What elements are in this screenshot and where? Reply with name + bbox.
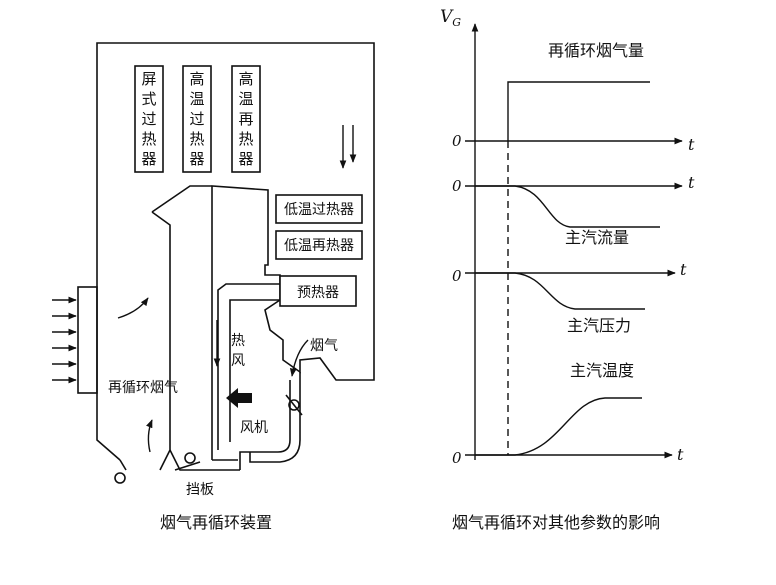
- recirc-flue-gas-label: 再循环烟气: [108, 380, 178, 396]
- ht-reheater-box: [231, 65, 261, 173]
- fan-valve-icon: [288, 399, 300, 411]
- steam-temp-label: 主汽温度: [570, 361, 634, 380]
- ht-sh-char-2: 过: [189, 110, 204, 128]
- air-inlet-box: [77, 286, 98, 394]
- flow-arrows: [117, 125, 357, 453]
- ht-sh-char-3: 热: [189, 130, 204, 148]
- ht-superheater-box: [182, 65, 212, 173]
- right-caption: 烟气再循环对其他参数的影响: [452, 513, 660, 532]
- curve-gas-volume: [507, 81, 650, 141]
- bottom-duct: [169, 449, 240, 471]
- recirc-duct: [217, 283, 280, 450]
- gas-volume-label: 再循环烟气量: [548, 41, 644, 60]
- hopper-loop: [114, 472, 126, 484]
- screen-sh-char-1: 式: [141, 90, 156, 108]
- left-caption: 烟气再循环装置: [160, 513, 272, 532]
- curve-steam-flow: [475, 185, 660, 228]
- steam-pressure-label: 主汽压力: [567, 316, 631, 335]
- screen-sh-char-0: 屏: [141, 70, 156, 88]
- preheater-label: 预热器: [297, 285, 339, 301]
- fan-outlet-arrow: [226, 388, 252, 408]
- zero-label-3: 0: [452, 267, 462, 285]
- furnace-outline: [96, 42, 375, 471]
- air-inlet-arrows: [52, 296, 77, 384]
- curve-steam-pressure: [475, 272, 645, 310]
- hot-air-char-1: 风: [231, 353, 245, 369]
- damper-label: 挡板: [186, 482, 214, 498]
- lt-superheater-label: 低温过热器: [284, 202, 354, 218]
- steam-flow-label: 主汽流量: [565, 228, 629, 247]
- screen-sh-char-2: 过: [141, 110, 156, 128]
- ht-rh-char-4: 器: [238, 150, 253, 168]
- t-label-4: t: [677, 445, 684, 464]
- screen-superheater-box: [134, 65, 164, 173]
- damper-icon: [184, 452, 196, 464]
- vg-axis-label: VG: [440, 7, 461, 29]
- preheater-box: [279, 275, 357, 307]
- ht-rh-char-1: 温: [238, 90, 253, 108]
- curve-steam-temp: [475, 397, 642, 456]
- t-label-3: t: [680, 260, 687, 279]
- lt-superheater-box: [275, 194, 363, 224]
- ht-sh-char-1: 温: [189, 90, 204, 108]
- ht-sh-char-4: 器: [189, 150, 204, 168]
- ht-sh-char-0: 高: [189, 70, 204, 88]
- hot-air-char-0: 热: [231, 333, 245, 349]
- t-label-2: t: [688, 173, 695, 192]
- zero-label-4: 0: [452, 449, 462, 467]
- ht-rh-char-2: 再: [238, 110, 253, 128]
- fan-duct: [239, 372, 301, 470]
- zero-label-2: 0: [452, 177, 462, 195]
- screen-sh-char-4: 器: [141, 150, 156, 168]
- zero-label-1: 0: [452, 132, 462, 150]
- boiler-diagram: [77, 42, 375, 484]
- ht-rh-char-3: 热: [238, 130, 253, 148]
- fan-label: 风机: [240, 420, 268, 436]
- effects-axes: [465, 23, 683, 460]
- lt-reheater-box: [275, 230, 363, 260]
- flue-gas-label: 烟气: [310, 338, 338, 354]
- ht-rh-char-0: 高: [238, 70, 253, 88]
- screen-sh-char-3: 热: [141, 130, 156, 148]
- t-label-1: t: [688, 135, 695, 154]
- heater-boxes: [134, 65, 363, 307]
- lt-reheater-label: 低温再热器: [284, 238, 354, 254]
